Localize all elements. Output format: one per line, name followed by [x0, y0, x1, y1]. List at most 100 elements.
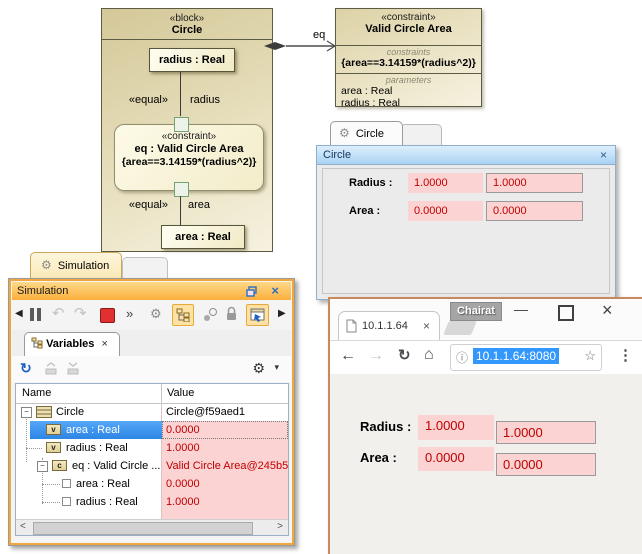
home-icon[interactable]: ⌂: [424, 346, 434, 363]
constraint-stereotype: «constraint»: [161, 131, 217, 142]
horizontal-scrollbar[interactable]: < >: [16, 519, 288, 535]
circle-panel-titlebar[interactable]: Circle ×: [317, 146, 615, 165]
scroll-left-icon[interactable]: ◀: [15, 308, 23, 319]
collapse-expander-icon[interactable]: −: [21, 407, 32, 418]
url-bar[interactable]: ⓘ 10.1.1.64:8080 ☆: [450, 344, 602, 371]
area-readout: 0.0000: [408, 201, 483, 221]
scrollbar-right-arrow[interactable]: >: [277, 521, 283, 532]
variables-toolbar: ↻ ⚙ ▾: [12, 356, 291, 382]
circle-panel-tab[interactable]: ⚙ Circle: [330, 121, 403, 146]
variables-tab[interactable]: Variables ×: [24, 332, 120, 356]
forward-icon[interactable]: →: [368, 347, 384, 364]
browser-menu-icon[interactable]: ⋮: [618, 347, 633, 364]
collapse-all-icon[interactable]: [44, 362, 58, 375]
variables-view-button[interactable]: [172, 304, 194, 326]
block-instance-icon: [36, 406, 52, 418]
column-divider[interactable]: [161, 384, 162, 403]
variables-tree-icon: [31, 337, 43, 349]
window-arrow-icon: [250, 308, 265, 322]
row-value[interactable]: 0.0000: [162, 421, 288, 439]
simulation-titlebar[interactable]: Simulation ×: [12, 282, 291, 300]
browser-tab-title: 10.1.1.64: [362, 320, 408, 332]
row-value: Circle@f59aed1: [166, 406, 246, 418]
instances-icon[interactable]: [202, 307, 218, 323]
browser-navbar: ← → ↻ ⌂ ⓘ 10.1.1.64:8080 ☆ ⋮: [330, 340, 642, 375]
reload-icon[interactable]: ↻: [398, 347, 411, 364]
collapse-expander-icon[interactable]: −: [37, 461, 48, 472]
stop-icon[interactable]: [100, 308, 115, 323]
info-icon[interactable]: ⓘ: [456, 351, 469, 365]
dropdown-caret-icon[interactable]: ▾: [274, 362, 279, 372]
lock-icon[interactable]: [225, 306, 238, 322]
radius-input[interactable]: 1.0000: [486, 173, 583, 193]
simulation-tab-stub[interactable]: [122, 257, 168, 278]
composition-diamond-icon: [264, 42, 286, 50]
constraint-property-node[interactable]: «constraint» eq : Valid Circle Area {are…: [114, 124, 264, 191]
table-row[interactable]: v radius : Real 1.0000: [16, 439, 288, 457]
pause-icon[interactable]: [30, 308, 34, 321]
row-name: radius : Real: [66, 442, 128, 454]
animation-gear-icon[interactable]: ⚙: [150, 306, 162, 321]
table-row[interactable]: v area : Real 0.0000: [16, 421, 288, 439]
user-badge: Chairat: [450, 302, 502, 321]
area-input[interactable]: 0.0000: [496, 453, 596, 476]
close-icon[interactable]: ×: [599, 148, 607, 162]
expand-all-icon[interactable]: [66, 362, 80, 375]
tree-guide: [42, 502, 60, 503]
radius-part-box[interactable]: radius : Real: [149, 48, 235, 72]
close-icon[interactable]: ×: [101, 338, 108, 350]
equal-stereotype-bottom: «equal»: [128, 199, 168, 211]
minimize-icon[interactable]: —: [514, 301, 528, 317]
column-header-value[interactable]: Value: [167, 387, 195, 399]
table-row[interactable]: area : Real 0.0000: [16, 475, 288, 493]
close-icon[interactable]: ×: [602, 300, 613, 320]
row-value[interactable]: Valid Circle Area@245b5bc: [162, 457, 288, 475]
circle-tab-label: Circle: [355, 128, 384, 140]
bookmark-star-icon[interactable]: ☆: [584, 348, 596, 363]
refresh-icon[interactable]: ↻: [20, 360, 32, 376]
scrollbar-thumb[interactable]: [33, 522, 253, 535]
restore-window-icon[interactable]: [246, 286, 257, 297]
area-field-label: Area :: [360, 450, 397, 465]
back-icon[interactable]: ←: [340, 347, 356, 364]
simulation-panel-tab[interactable]: ⚙ Simulation: [30, 252, 122, 278]
area-part-label: area : Real: [175, 231, 231, 243]
parameters-compartment-label: parameters: [385, 75, 432, 85]
row-value[interactable]: 1.0000: [162, 439, 288, 457]
radius-input[interactable]: 1.0000: [496, 421, 596, 444]
url-text[interactable]: 10.1.1.64:8080: [473, 348, 560, 364]
browser-tab[interactable]: 10.1.1.64 ×: [338, 311, 440, 341]
step-over-icon[interactable]: ↷: [74, 305, 87, 322]
table-row[interactable]: radius : Real 1.0000: [16, 493, 288, 511]
scrollbar-left-arrow[interactable]: <: [20, 521, 26, 532]
table-row[interactable]: − Circle Circle@f59aed1: [16, 403, 288, 421]
simulation-tab-label: Simulation: [57, 260, 110, 272]
row-value[interactable]: 1.0000: [162, 493, 288, 511]
maximize-icon[interactable]: [558, 305, 574, 321]
area-part-box[interactable]: area : Real: [161, 225, 245, 249]
circle-panel-tab-stub[interactable]: [400, 124, 442, 146]
parameter-port-radius[interactable]: [174, 117, 189, 132]
constraints-compartment-label: constraints: [386, 47, 431, 57]
circle-panel: Circle × Radius : 1.0000 1.0000 Area : 0…: [316, 145, 616, 300]
simulation-panel: Simulation × ◀ ↶ ↷ » ⚙: [8, 278, 295, 546]
circle-block[interactable]: «block» Circle radius : Real «equal» rad…: [101, 8, 273, 252]
options-gear-icon[interactable]: ⚙: [252, 360, 265, 376]
area-input[interactable]: 0.0000: [486, 201, 583, 221]
tab-close-icon[interactable]: ×: [423, 319, 431, 333]
association-end-label: eq: [313, 29, 326, 41]
new-tab-button[interactable]: [443, 321, 477, 335]
row-value[interactable]: 0.0000: [162, 475, 288, 493]
variables-table: Name Value − Circle Circle@f59aed1: [15, 383, 289, 536]
table-row[interactable]: − c eq : Valid Circle ... Valid Circle A…: [16, 457, 288, 475]
column-header-name[interactable]: Name: [22, 387, 52, 399]
auto-open-diagram-button[interactable]: [246, 304, 269, 326]
scroll-right-icon[interactable]: ▶: [278, 308, 286, 319]
step-into-icon[interactable]: ↶: [52, 305, 65, 322]
parameter-port-area[interactable]: [174, 182, 189, 197]
toolbar-overflow-icon[interactable]: »: [126, 306, 134, 321]
column-divider: [161, 403, 162, 524]
pause-icon[interactable]: [37, 308, 41, 321]
valid-circle-area-block[interactable]: «constraint» Valid Circle Area constrain…: [335, 8, 482, 109]
close-icon[interactable]: ×: [271, 283, 279, 298]
